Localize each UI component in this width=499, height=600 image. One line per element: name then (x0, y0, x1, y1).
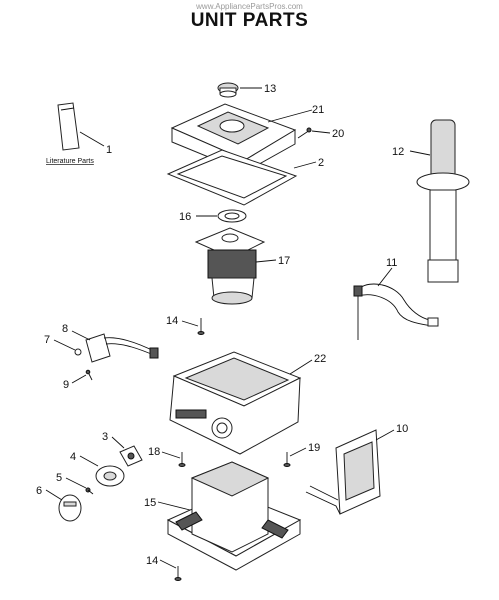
base-bottom (166, 461, 302, 571)
callout-1: 1 (106, 144, 112, 156)
callout-12: 12 (392, 146, 404, 158)
right-base-screw (283, 452, 291, 467)
control-knob (58, 494, 82, 522)
switch-harness (85, 333, 159, 363)
knob-screw (85, 487, 94, 495)
page-title: UNIT PARTS (190, 10, 309, 31)
callout-7: 7 (44, 334, 50, 346)
callout-13: 13 (264, 83, 276, 95)
upper-screw (197, 318, 205, 335)
callout-2: 2 (318, 157, 324, 169)
knob-bezel (95, 465, 125, 487)
switch-nut (74, 348, 82, 356)
callout-9: 9 (63, 379, 69, 391)
tamper (416, 119, 470, 283)
motor-assembly (194, 227, 266, 305)
leader-lines (45, 87, 431, 569)
base-housing (169, 351, 302, 455)
site-watermark: www.AppliancePartsPros.com (196, 2, 303, 11)
callout-10: 10 (396, 423, 408, 435)
callout-14-lower: 14 (146, 555, 158, 567)
literature-booklet (57, 102, 80, 151)
callout-6: 6 (36, 485, 42, 497)
speed-control (119, 445, 143, 467)
control-board (305, 429, 381, 515)
switch-screw (85, 369, 93, 381)
callout-21: 21 (312, 104, 324, 116)
callout-3: 3 (102, 431, 108, 443)
callout-4: 4 (70, 451, 76, 463)
motor-washer (217, 209, 247, 223)
callout-20: 20 (332, 128, 344, 140)
left-base-screw (178, 452, 186, 467)
callout-14-upper: 14 (166, 315, 178, 327)
callout-8: 8 (62, 323, 68, 335)
literature-parts-label: Literature Parts (46, 158, 94, 165)
lid-plug (217, 82, 239, 98)
callout-18: 18 (148, 446, 160, 458)
lower-screw (174, 566, 182, 581)
callout-16: 16 (179, 211, 191, 223)
power-cord (353, 283, 439, 340)
callout-17: 17 (278, 255, 290, 267)
callout-15: 15 (144, 497, 156, 509)
lid-gasket (166, 149, 298, 206)
callout-22: 22 (314, 353, 326, 365)
callout-5: 5 (56, 472, 62, 484)
callout-11: 11 (386, 257, 397, 269)
callout-19: 19 (308, 442, 320, 454)
lid-screw (297, 127, 312, 139)
